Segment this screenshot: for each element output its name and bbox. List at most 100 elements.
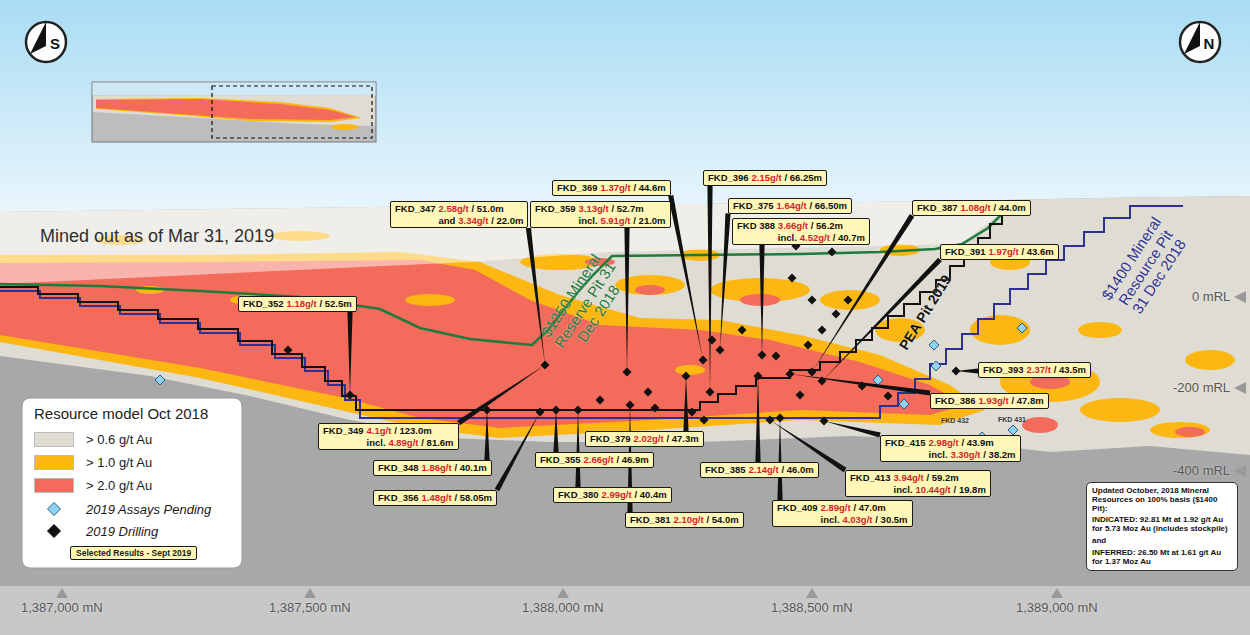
leader-line	[347, 312, 352, 396]
hole-result: / 59.2m	[926, 472, 958, 483]
result-callout: FKD_3861.93g/t/ 47.8m	[930, 393, 1049, 409]
result-callout: FKD_4092.89g/t/ 47.0mincl.4.03g/t/ 30.5m	[772, 500, 913, 527]
grade-value: 1.64g/t	[777, 200, 807, 211]
result-callout: FKD_3593.13g/t/ 52.7mincl.5.91g/t/ 21.0m	[530, 201, 671, 228]
compass-letter: S	[50, 36, 60, 53]
result-callout: FKD_3802.99g/t/ 40.4m	[553, 487, 672, 503]
leader-line	[575, 410, 580, 487]
leader-line	[759, 245, 764, 355]
callout-line: FKD_3962.15g/t/ 66.25m	[708, 172, 822, 184]
result-callout: FKD_3852.14g/t/ 46.0m	[700, 462, 819, 478]
grade-value: 2.37/t	[1027, 364, 1051, 375]
leader-line	[777, 418, 782, 500]
hole-result: FKD_415	[885, 437, 926, 448]
compass-north	[1180, 22, 1220, 62]
summary-text: INDICATED: 92.81 Mt at 1.92 g/t Au for 5…	[1092, 516, 1232, 534]
hole-result: / 30.5m	[875, 514, 907, 525]
result-callout: FKD_3812.10g/t/ 54.0m	[625, 512, 744, 528]
result-callout: FKD_3792.02g/t/ 47.3m	[585, 431, 704, 447]
elevation-label: 0 mRL	[1192, 290, 1230, 304]
result-callout: FKD_4152.98g/t/ 43.9mincl.3.30g/t/ 38.2m	[880, 435, 1021, 462]
hole-result: / 52.5m	[319, 298, 351, 309]
grade-value: 1.97g/t	[989, 246, 1019, 257]
leader-line	[824, 421, 881, 438]
hole-result: / 43.9m	[961, 437, 993, 448]
hole-result: FKD_359	[535, 203, 576, 214]
grade-value: 1.48g/t	[422, 492, 452, 503]
mined-out-note: Mined out as of Mar 31, 2019	[40, 227, 274, 247]
grade-value: 2.10g/t	[674, 514, 704, 525]
hole-result: / 56.2m	[811, 220, 843, 231]
resource-pit-outline	[0, 206, 1183, 418]
hole-result: FKD_347	[395, 203, 436, 214]
diamond-symbol	[48, 503, 61, 516]
northing-ticks	[56, 588, 1063, 598]
callout-line: and3.34g/t/ 22.0m	[395, 215, 523, 227]
pea-pit-outline	[0, 212, 1002, 410]
legend-title: Resource model Oct 2018	[34, 406, 208, 423]
northing-label: 1,387,000 mN	[21, 601, 103, 615]
leader-line	[790, 374, 930, 396]
hole-result: / 47.3m	[666, 433, 698, 444]
hole-result: FKD_409	[777, 502, 818, 513]
hole-result: FKD_391	[945, 246, 986, 257]
pit-label: $1250 Mineral Reserve Pit 31 Dec 2018	[534, 245, 635, 364]
grade-value: 3.34g/t	[458, 215, 488, 226]
hole-result: FKD_396	[708, 172, 749, 183]
callout-line: FKD_3561.48g/t/ 58.05m	[378, 492, 492, 504]
hole-result: / 66.25m	[784, 172, 822, 183]
callout-line: FKD_4152.98g/t/ 43.9m	[885, 437, 1016, 449]
callout-line: FKD_3871.08g/t/ 44.0m	[917, 202, 1026, 214]
leader-line	[495, 412, 540, 491]
callout-line: incl.4.03g/t/ 30.5m	[777, 514, 908, 526]
leader-line	[755, 376, 760, 462]
hole-result: FKD_349	[323, 425, 364, 436]
hole-result: / 44.6m	[633, 182, 665, 193]
hole-result: / 40.4m	[634, 489, 666, 500]
callout-line: FKD_3751.64g/t/ 66.50m	[733, 200, 847, 212]
hole-result: / 46.9m	[616, 454, 648, 465]
legend-text: 2019 Drilling	[86, 524, 158, 539]
hole-result: / 40.1m	[454, 462, 486, 473]
result-callout: FKD_3691.37g/t/ 44.6m	[552, 180, 671, 196]
legend-text: Selected Results - Sept 2019	[70, 546, 197, 560]
callout-line: FKD_3521.18g/t/ 52.5m	[243, 298, 352, 310]
hole-result: / 52.7m	[611, 203, 643, 214]
result-callout: FKD_3552.66g/t/ 46.9m	[535, 452, 654, 468]
grade-value: 3.66g/t	[778, 220, 808, 231]
hole-result: FKD_348	[378, 462, 419, 473]
leader-line	[668, 195, 703, 360]
northing-label: 1,389,000 mN	[1016, 601, 1098, 615]
hole-result: FKD_413	[850, 472, 891, 483]
callout-line: FKD_3932.37/t/ 43.5m	[983, 364, 1086, 376]
result-callout: FKD_3962.15g/t/ 66.25m	[703, 170, 827, 186]
grade-value: 2.98g/t	[929, 437, 959, 448]
callout-line: FKD_3691.37g/t/ 44.6m	[557, 182, 666, 194]
callout-line: FKD_3802.99g/t/ 40.4m	[558, 489, 667, 501]
result-callout: FKD_3481.86g/t/ 40.1m	[373, 460, 492, 476]
drill-hole-markers	[284, 242, 961, 426]
leader-line	[526, 228, 545, 365]
grade-value: 2.15g/t	[752, 172, 782, 183]
leader-line	[683, 376, 688, 431]
hole-result: / 66.50m	[809, 200, 847, 211]
callout-line: FKD_3481.86g/t/ 40.1m	[378, 462, 487, 474]
result-callout: FKD 3883.66g/t/ 56.2mincl.4.52g/t/ 40.7m	[732, 218, 870, 245]
callout-line: incl.3.30g/t/ 38.2m	[885, 449, 1016, 461]
host-rock	[0, 196, 1250, 635]
hole-result: and	[439, 215, 456, 226]
hole-result: / 46.0m	[781, 464, 813, 475]
result-callout: FKD_3932.37/t/ 43.5m	[978, 362, 1091, 378]
hole-result: / 43.5m	[1054, 364, 1086, 375]
hole-result: FKD_380	[558, 489, 599, 500]
elevation-ticks	[1234, 291, 1246, 477]
legend-swatch	[34, 455, 74, 470]
legend-entry: 2019 Assays Pending	[34, 500, 211, 518]
hole-result: / 54.0m	[706, 514, 738, 525]
legend-entry: > 2.0 g/t Au	[34, 476, 152, 494]
hole-result: incl.	[778, 232, 797, 243]
leader-line	[457, 365, 545, 425]
legend-text: 2019 Assays Pending	[86, 502, 211, 517]
legend-swatch	[34, 432, 74, 447]
